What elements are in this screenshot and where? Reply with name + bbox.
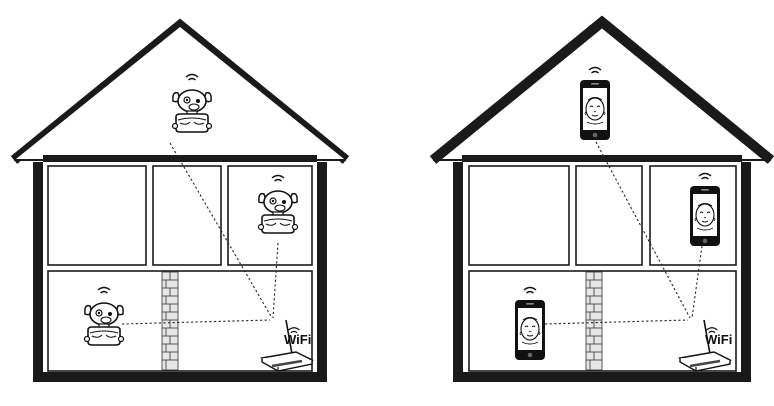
right-wifi-label: WiFi <box>705 332 732 347</box>
left-room-2 <box>152 165 222 266</box>
smartphone-baby-icon <box>579 66 611 141</box>
right-ground-floor <box>468 270 737 372</box>
left-link-attic <box>169 142 273 319</box>
left-house-roof <box>10 18 350 164</box>
right-house-body <box>453 162 751 382</box>
right-room-2 <box>575 165 643 266</box>
left-house: WiFi <box>10 18 350 382</box>
right-link-attic <box>595 141 691 319</box>
left-wifi-label: WiFi <box>284 332 311 347</box>
brick-wall-icon <box>585 271 603 371</box>
right-link-room3 <box>691 245 703 319</box>
right-attic-floor <box>462 155 742 162</box>
left-link-ground <box>121 319 271 325</box>
left-link-room3 <box>272 242 279 319</box>
left-ground-floor <box>47 270 313 372</box>
right-house: WiFi <box>429 15 774 382</box>
brick-wall-icon <box>161 271 179 371</box>
left-attic-floor <box>43 155 317 162</box>
right-room-1 <box>468 165 570 266</box>
right-link-ground <box>544 319 689 325</box>
right-house-roof <box>429 15 774 164</box>
right-room-3 <box>649 165 737 266</box>
left-house-body <box>33 162 327 382</box>
left-room-1 <box>47 165 147 266</box>
